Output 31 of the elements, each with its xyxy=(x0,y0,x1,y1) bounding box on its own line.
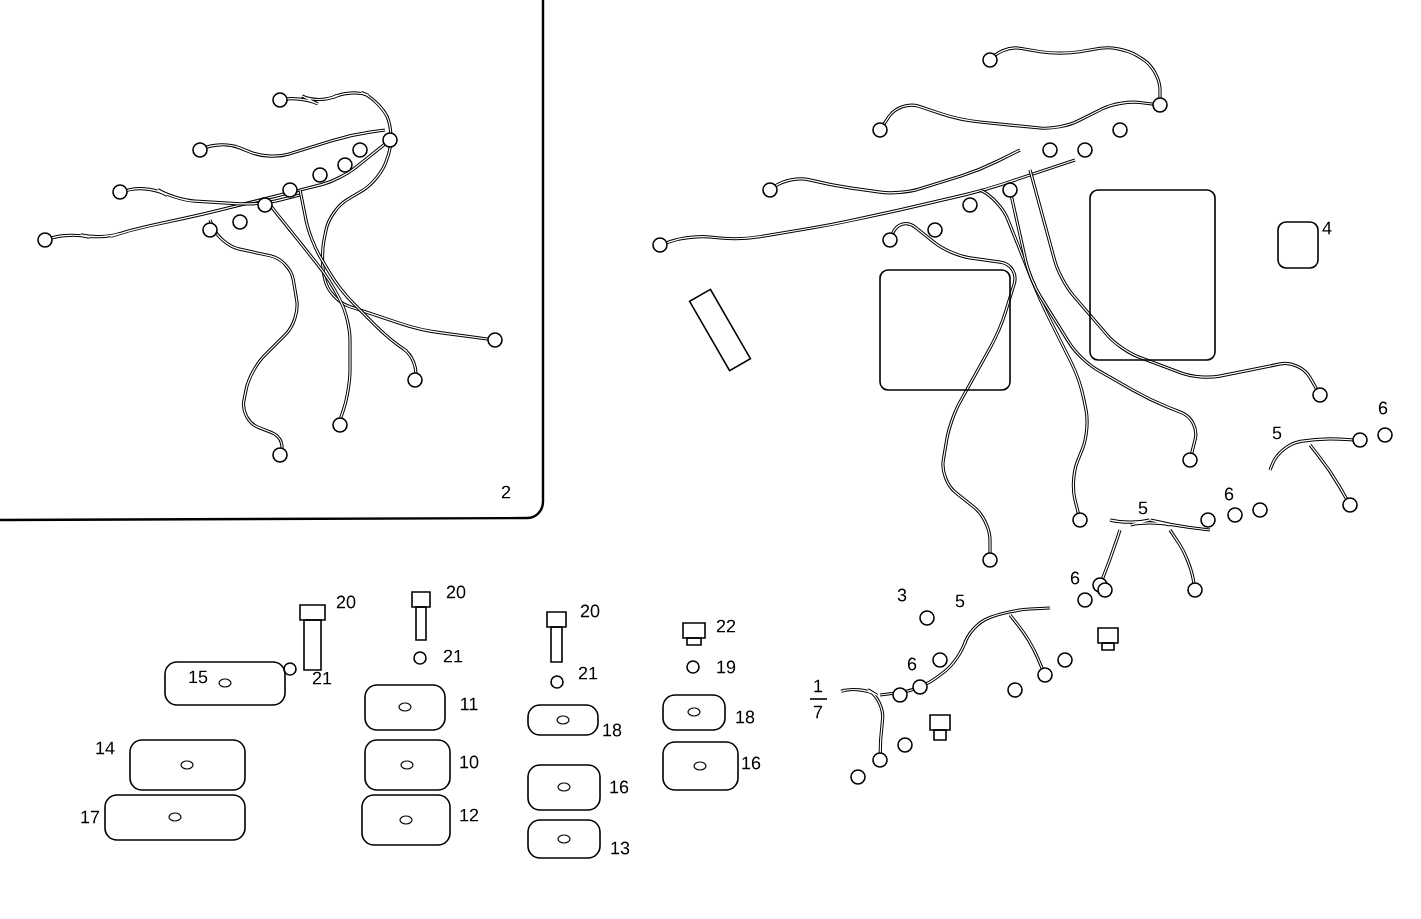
callout-number: 10 xyxy=(460,755,479,769)
callout-number: 6 xyxy=(1378,401,1388,415)
callout-number: 18 xyxy=(736,710,755,724)
callout-number: 16 xyxy=(610,780,629,794)
callout-number: 6 xyxy=(1224,487,1234,501)
callout-number: 21 xyxy=(578,666,598,680)
callout-number: 3 xyxy=(897,588,907,602)
callout-number: 19 xyxy=(717,660,736,674)
callout-number: 1 xyxy=(814,679,823,693)
callout-number: 16 xyxy=(742,756,761,770)
callout-number: 12 xyxy=(460,808,479,822)
callout-number: 22 xyxy=(716,619,736,633)
callout-number: 5 xyxy=(1138,501,1148,515)
callout-number: 7 xyxy=(813,705,823,719)
callout-number: 5 xyxy=(1272,426,1282,440)
callout-number: 5 xyxy=(955,594,965,608)
callout-number: 20 xyxy=(580,604,600,618)
callout-number: 18 xyxy=(603,723,622,737)
callout-number: 15 xyxy=(189,670,208,684)
callout-number: 13 xyxy=(611,841,630,855)
callout-number: 6 xyxy=(907,657,917,671)
callout-number: 20 xyxy=(446,585,466,599)
callout-number: 20 xyxy=(336,595,356,609)
callout-number: 4 xyxy=(1322,221,1332,235)
callout-number: 11 xyxy=(461,697,478,711)
callout-number: 6 xyxy=(1070,571,1080,585)
callout-number: 17 xyxy=(81,810,100,824)
callout-number: 14 xyxy=(96,741,115,755)
callout-number: 21 xyxy=(312,671,332,685)
callout-number: 2 xyxy=(501,485,511,499)
callout-number: 21 xyxy=(443,649,463,663)
